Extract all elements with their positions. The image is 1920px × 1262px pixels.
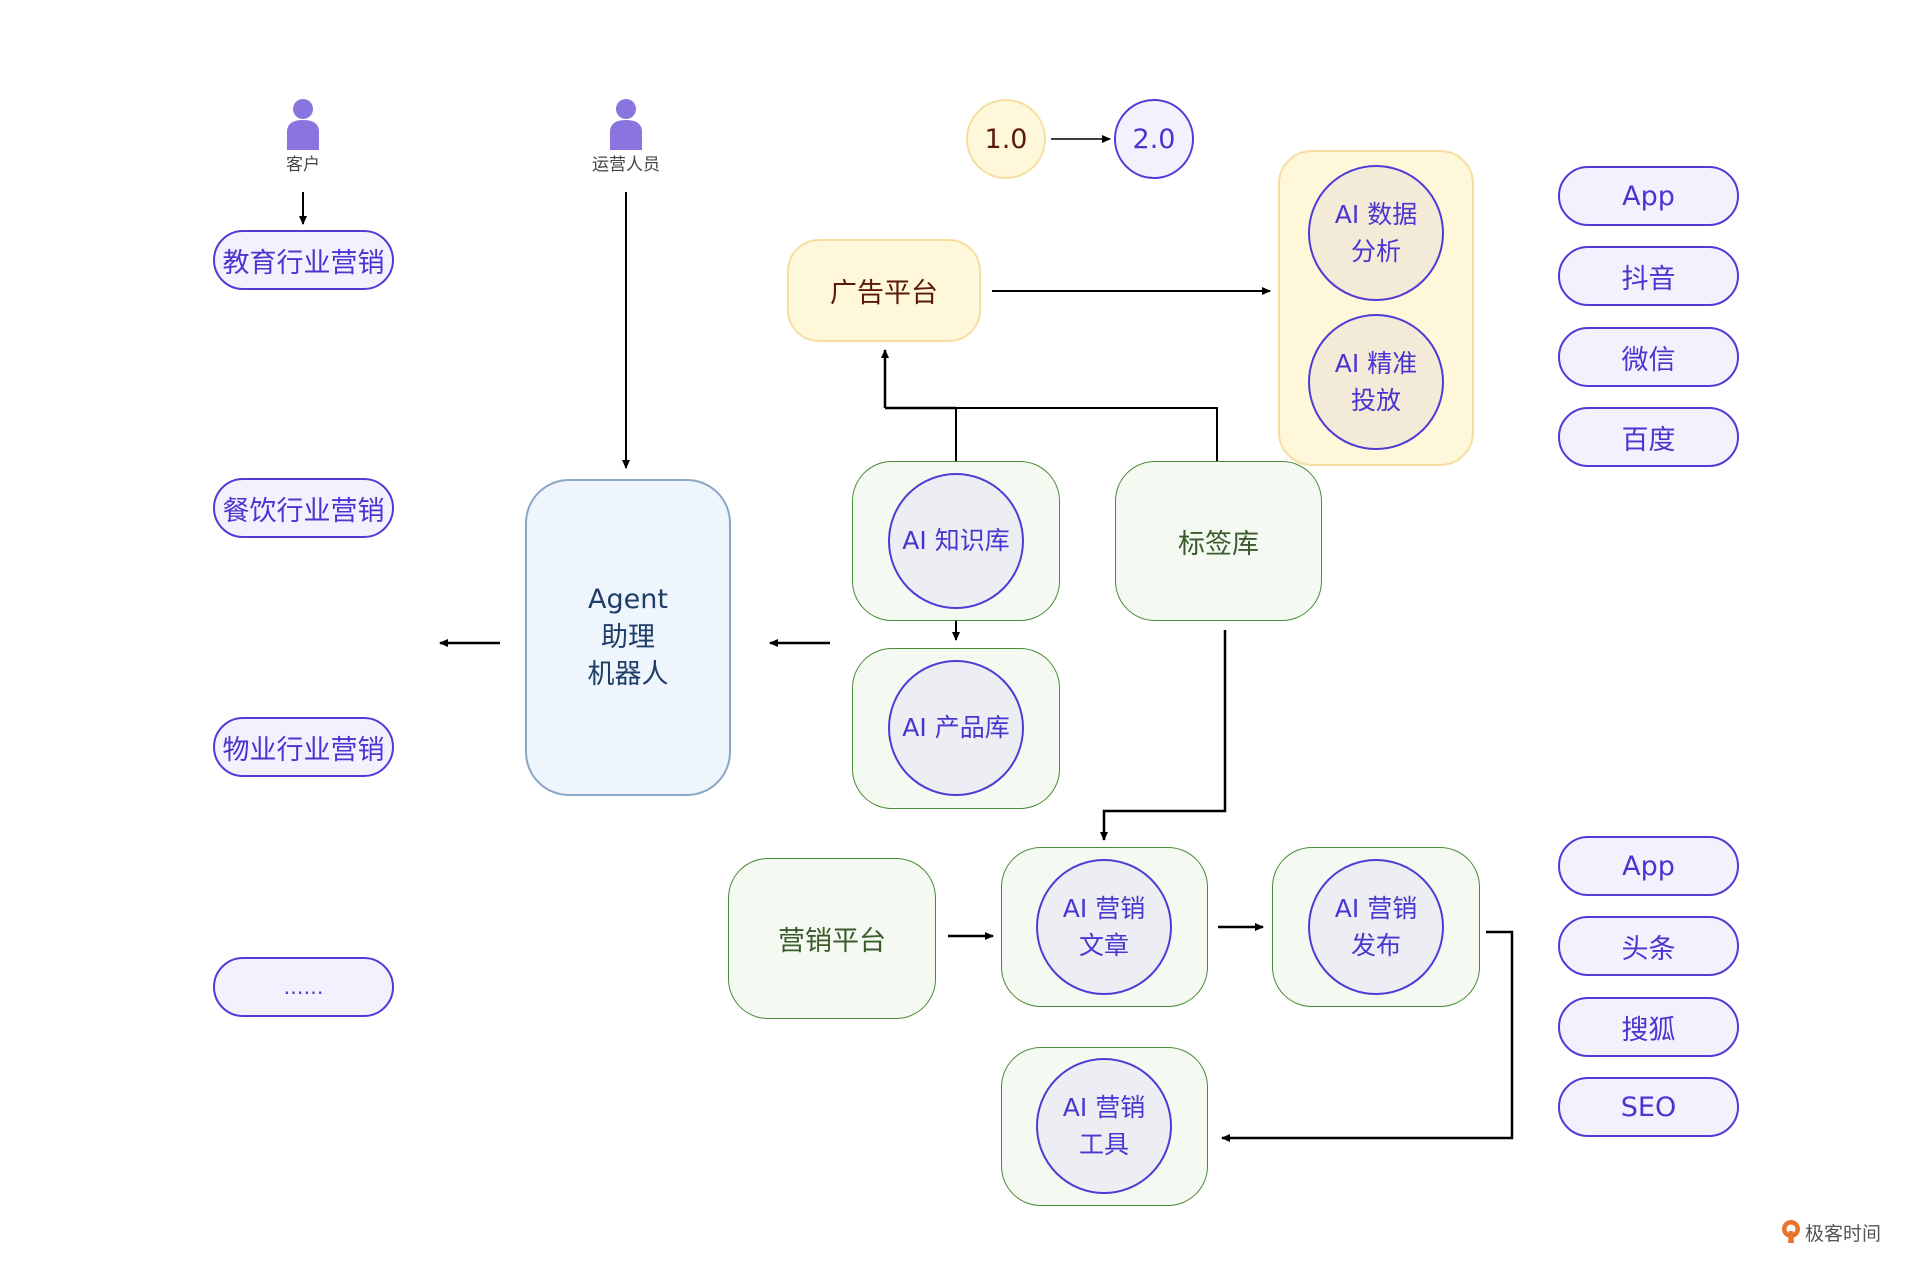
agent-line2: 助理 [601,621,655,653]
industry-more[interactable]: …… [213,957,394,1017]
ad-channel-baidu[interactable]: 百度 [1558,407,1739,467]
ad-channel-wechat[interactable]: 微信 [1558,327,1739,387]
ai-marketing-article-node[interactable]: AI 营销 文章 [1036,859,1172,995]
arrow-tag-to-article [1100,630,1227,841]
tag-base-node[interactable]: 标签库 [1115,461,1322,621]
ai-data-analysis-node[interactable]: AI 数据 分析 [1308,165,1444,301]
customer-actor: 客户 [273,98,333,175]
ai-marketing-tools-line2: 工具 [1078,1130,1129,1159]
industry-property[interactable]: 物业行业营销 [213,717,394,777]
version-2-circle: 2.0 [1114,99,1194,179]
ai-precise-delivery-line1: AI 精准 [1334,348,1418,378]
person-icon [610,99,642,150]
industry-education[interactable]: 教育行业营销 [213,230,394,290]
marketing-channel-app[interactable]: App [1558,836,1739,896]
ad-channel-app[interactable]: App [1558,166,1739,226]
geektime-logo-icon [1782,1220,1800,1243]
marketing-channel-sohu[interactable]: 搜狐 [1558,997,1739,1057]
marketing-channel-seo[interactable]: SEO [1558,1077,1739,1137]
operator-actor: 运营人员 [576,98,676,175]
ad-platform-box[interactable]: 广告平台 [787,239,981,342]
ai-knowledge-base-node[interactable]: AI 知识库 [888,473,1024,609]
ai-precise-delivery-line2: 投放 [1350,386,1401,415]
ai-marketing-publish-line2: 发布 [1350,931,1401,960]
agent-line1: Agent [588,583,668,615]
ad-channel-douyin[interactable]: 抖音 [1558,246,1739,306]
ai-marketing-publish-line1: AI 营销 [1334,893,1418,923]
arrow-knowledge-tag-to-ad [955,407,1218,461]
ai-marketing-publish-node[interactable]: AI 营销 发布 [1308,859,1444,995]
customer-label: 客户 [286,155,320,175]
agent-robot-box[interactable]: Agent 助理 机器人 [525,479,731,796]
person-icon [287,99,319,150]
watermark: 极客时间 [1780,1218,1881,1246]
ai-marketing-article-line1: AI 营销 [1062,893,1146,923]
ai-marketing-article-line2: 文章 [1078,931,1129,960]
arrow-publish-to-tools [1221,930,1514,1142]
ai-product-base-node[interactable]: AI 产品库 [888,660,1024,796]
ai-marketing-tools-line1: AI 营销 [1062,1092,1146,1122]
operator-label: 运营人员 [592,155,660,175]
ai-data-analysis-line2: 分析 [1350,237,1401,266]
version-1-circle: 1.0 [966,99,1046,179]
ai-precise-delivery-node[interactable]: AI 精准 投放 [1308,314,1444,450]
industry-catering[interactable]: 餐饮行业营销 [213,478,394,538]
ai-marketing-tools-node[interactable]: AI 营销 工具 [1036,1058,1172,1194]
marketing-channel-toutiao[interactable]: 头条 [1558,916,1739,976]
watermark-text: 极客时间 [1805,1222,1882,1245]
marketing-platform-node[interactable]: 营销平台 [728,858,936,1019]
ai-data-analysis-line1: AI 数据 [1334,199,1418,229]
agent-line3: 机器人 [587,659,669,691]
